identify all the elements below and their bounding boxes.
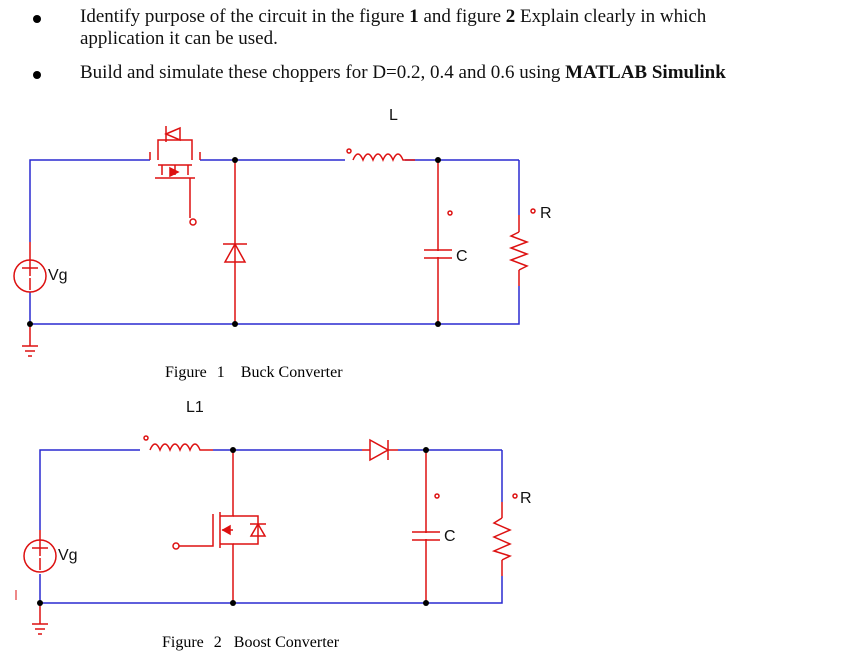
boost-resistor bbox=[491, 493, 518, 561]
buck-capacitor-label: C bbox=[456, 248, 468, 265]
buck-resistor-label: R bbox=[540, 205, 552, 222]
buck-inductor bbox=[346, 148, 415, 162]
bullet-icon bbox=[33, 71, 41, 79]
mosfet-switch bbox=[149, 126, 201, 226]
bullet-icon bbox=[33, 15, 41, 23]
boost-wires bbox=[39, 449, 503, 604]
freewheel-diode bbox=[223, 242, 247, 263]
boost-diode bbox=[362, 438, 398, 462]
buck-inductor-label: L bbox=[389, 107, 398, 124]
buck-nodes bbox=[27, 157, 441, 327]
boost-converter-figure: L1 C bbox=[15, 399, 532, 651]
buck-resistor bbox=[508, 208, 536, 271]
boost-ground-icon bbox=[32, 603, 48, 635]
instruction-text-2: Build and simulate these choppers for D=… bbox=[80, 62, 726, 83]
instruction-text-1: Identify purpose of the circuit in the f… bbox=[80, 6, 707, 49]
boost-inductor-label: L1 bbox=[186, 399, 204, 416]
buck-wires bbox=[29, 159, 520, 325]
boost-mosfet-switch bbox=[172, 512, 267, 550]
boost-voltage-source bbox=[23, 530, 57, 573]
boost-nodes bbox=[37, 447, 429, 606]
boost-leads bbox=[232, 450, 503, 603]
boost-capacitor-label: C bbox=[444, 528, 456, 545]
boost-capacitor bbox=[412, 493, 440, 541]
figure-1-caption: Figure 1 Buck Converter bbox=[165, 364, 343, 381]
buck-source-label: Vg bbox=[48, 267, 68, 284]
boost-inductor bbox=[143, 435, 213, 452]
buck-converter-figure: L C R Vg bbox=[13, 107, 552, 381]
buck-capacitor bbox=[424, 210, 453, 259]
figure-2-caption: Figure 2 Boost Converter bbox=[162, 634, 340, 651]
buck-ground-icon bbox=[22, 324, 38, 357]
buck-leads bbox=[234, 160, 520, 324]
buck-voltage-source bbox=[13, 242, 47, 293]
boost-source-label: Vg bbox=[58, 547, 78, 564]
boost-resistor-label: R bbox=[520, 490, 532, 507]
